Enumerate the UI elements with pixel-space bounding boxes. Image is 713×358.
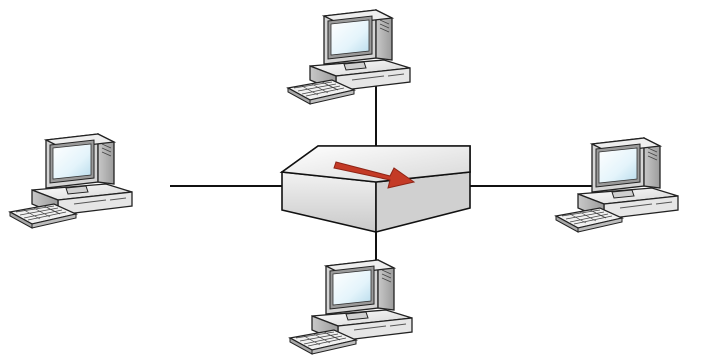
computer-top <box>287 9 411 105</box>
forward-arrow-icon <box>333 161 416 189</box>
network-switch-icon <box>279 145 471 234</box>
computer-bottom <box>289 259 413 355</box>
desktop-computer-icon <box>289 259 413 355</box>
computer-left <box>9 133 133 229</box>
desktop-computer-icon <box>9 133 133 229</box>
desktop-computer-icon <box>287 9 411 105</box>
